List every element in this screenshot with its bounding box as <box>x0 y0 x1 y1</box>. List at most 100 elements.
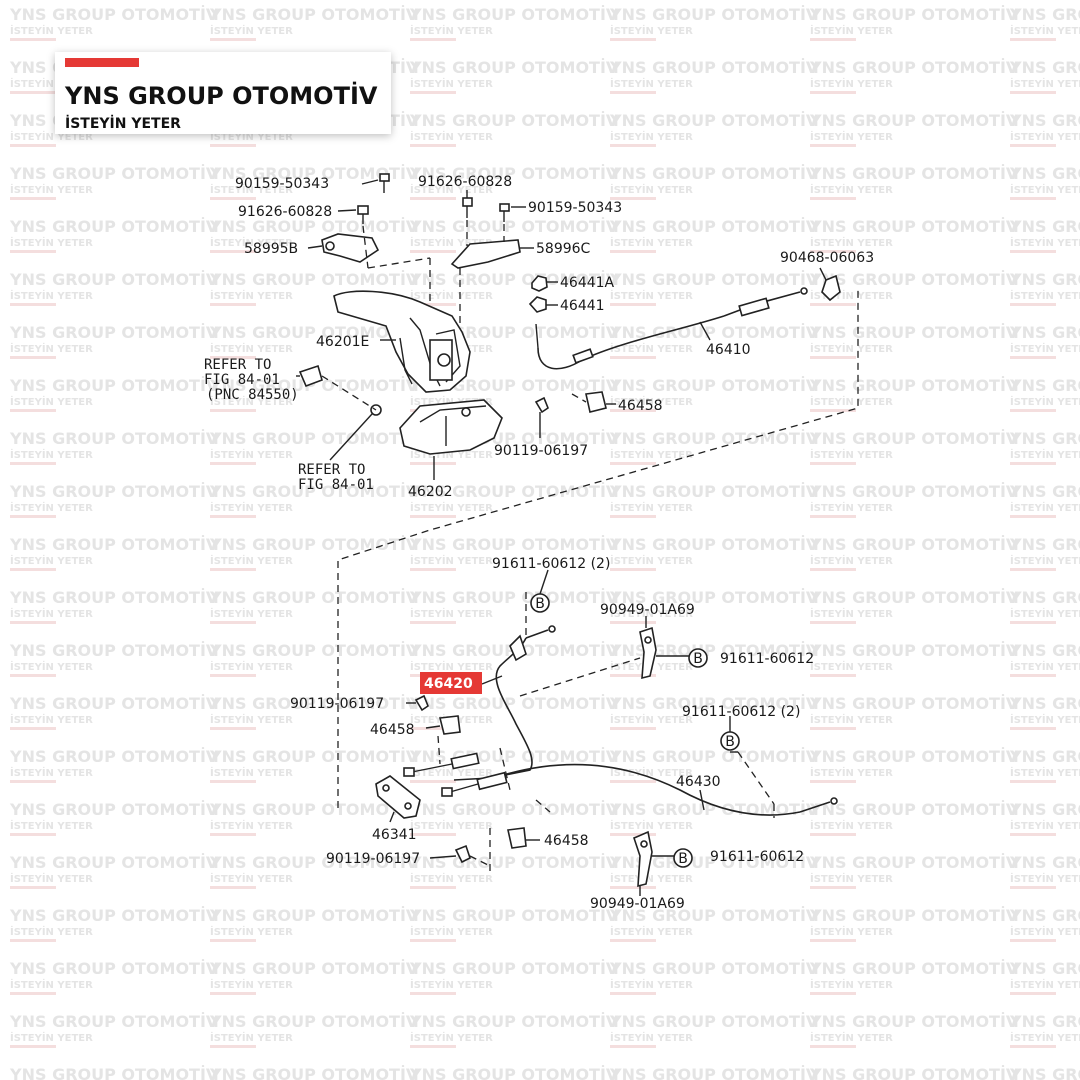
watermark-bar <box>1010 409 1056 412</box>
ref-circle-b-1: B <box>530 593 550 613</box>
watermark-subtext: İSTEYİN YETER <box>410 182 493 196</box>
part-label: 90159-50343 <box>235 176 329 192</box>
watermark-text: YNS GROUP OTOMOTİV <box>609 429 819 448</box>
watermark-text: YNS GROUP OTOMOTİV <box>209 429 419 448</box>
watermark-text: YNS GROUP OTOMOTİV <box>809 164 1019 183</box>
watermark-bar <box>1010 780 1056 783</box>
watermark-subtext: İSTEYİN YETER <box>610 341 693 355</box>
watermark-bar <box>810 38 856 41</box>
watermark-bar <box>10 462 56 465</box>
watermark-text: YNS GROUP OTOMOTİV <box>209 588 419 607</box>
watermark-subtext: İSTEYİN YETER <box>410 23 493 37</box>
watermark-bar <box>810 197 856 200</box>
watermark-text: YNS GROUP OTOMOTİV <box>9 217 219 236</box>
watermark-text: YNS GROUP OTOMOTİV <box>1009 959 1080 978</box>
watermark-text: YNS GROUP OTOMOTİV <box>9 694 219 713</box>
watermark-bar <box>410 144 456 147</box>
watermark-text: YNS GROUP OTOMOTİV <box>609 270 819 289</box>
watermark-text: YNS GROUP OTOMOTİV <box>1009 217 1080 236</box>
watermark-bar <box>210 250 256 253</box>
watermark-bar <box>210 674 256 677</box>
watermark-subtext: İSTEYİN YETER <box>210 23 293 37</box>
ref-circle-b-2: B <box>688 648 708 668</box>
watermark-subtext: İSTEYİN YETER <box>10 394 93 408</box>
watermark-text: YNS GROUP OTOMOTİV <box>9 959 219 978</box>
part-highlight <box>420 672 482 694</box>
watermark-bar <box>610 197 656 200</box>
part-label: 91611-60612 <box>720 651 814 667</box>
part-label: 90949-01A69 <box>600 602 695 618</box>
watermark-subtext: İSTEYİN YETER <box>610 871 693 885</box>
watermark-bar <box>210 992 256 995</box>
watermark-subtext: İSTEYİN YETER <box>1010 182 1080 196</box>
reference-note: FIG 84-01 <box>298 477 374 493</box>
watermark-text: YNS GROUP OTOMOTİV <box>1009 747 1080 766</box>
watermark-text: YNS GROUP OTOMOTİV <box>809 747 1019 766</box>
watermark-text: YNS GROUP OTOMOTİV <box>609 535 819 554</box>
bolt-90119-06197-mid <box>414 694 429 712</box>
watermark-text: YNS GROUP OTOMOTİV <box>809 694 1019 713</box>
watermark-bar <box>10 356 56 359</box>
watermark-subtext: İSTEYİN YETER <box>1010 394 1080 408</box>
watermark-subtext: İSTEYİN YETER <box>10 341 93 355</box>
watermark-subtext: İSTEYİN YETER <box>610 23 693 37</box>
watermark-bar <box>610 780 656 783</box>
watermark-subtext: İSTEYİN YETER <box>410 288 493 302</box>
watermark-text: YNS GROUP OTOMOTİV <box>9 1065 219 1080</box>
watermark-bar <box>1010 303 1056 306</box>
watermark-bar <box>610 833 656 836</box>
watermark-text: YNS GROUP OTOMOTİV <box>209 535 419 554</box>
watermark-bar <box>610 462 656 465</box>
watermark-bar <box>410 38 456 41</box>
watermark-bar <box>410 886 456 889</box>
watermark-bar <box>410 727 456 730</box>
watermark-subtext: İSTEYİN YETER <box>10 553 93 567</box>
reference-note: (PNC 84550) <box>206 387 299 403</box>
watermark-bar <box>10 91 56 94</box>
watermark-text: YNS GROUP OTOMOTİV <box>9 376 219 395</box>
part-label: 90119-06197 <box>326 851 420 867</box>
watermark-text: YNS GROUP OTOMOTİV <box>409 906 619 925</box>
watermark-bar <box>410 197 456 200</box>
watermark-text: YNS GROUP OTOMOTİV <box>809 641 1019 660</box>
watermark-bar <box>210 886 256 889</box>
watermark-text: YNS GROUP OTOMOTİV <box>409 588 619 607</box>
watermark-bar <box>210 568 256 571</box>
part-label: 91611-60612 (2) <box>682 704 800 720</box>
watermark-bar <box>410 568 456 571</box>
watermark-text: YNS GROUP OTOMOTİV <box>809 270 1019 289</box>
watermark-text: YNS GROUP OTOMOTİV <box>609 747 819 766</box>
watermark-text: YNS GROUP OTOMOTİV <box>9 1012 219 1031</box>
watermark-subtext: İSTEYİN YETER <box>610 924 693 938</box>
part-label: 90949-01A69 <box>590 896 685 912</box>
watermark-text: YNS GROUP OTOMOTİV <box>9 800 219 819</box>
clip-refer-84550 <box>298 364 323 388</box>
watermark-bar <box>610 38 656 41</box>
part-label: 46458 <box>618 398 663 414</box>
watermark-bar <box>610 727 656 730</box>
watermark-text: YNS GROUP OTOMOTİV <box>1009 5 1080 24</box>
equalizer-46341 <box>375 775 421 819</box>
watermark-text: YNS GROUP OTOMOTİV <box>9 164 219 183</box>
watermark-text: YNS GROUP OTOMOTİV <box>409 800 619 819</box>
watermark-subtext: İSTEYİN YETER <box>810 553 893 567</box>
watermark-text: YNS GROUP OTOMOTİV <box>9 853 219 872</box>
watermark-subtext: İSTEYİN YETER <box>810 76 893 90</box>
watermark-bar <box>210 780 256 783</box>
watermark-text: YNS GROUP OTOMOTİV <box>209 906 419 925</box>
watermark-bar <box>410 250 456 253</box>
watermark-bar <box>10 939 56 942</box>
watermark-text: YNS GROUP OTOMOTİV <box>809 588 1019 607</box>
watermark-bar <box>810 91 856 94</box>
watermark-bar <box>610 144 656 147</box>
watermark-subtext: İSTEYİN YETER <box>10 235 93 249</box>
watermark-text: YNS GROUP OTOMOTİV <box>9 429 219 448</box>
watermark-bar <box>1010 356 1056 359</box>
watermark-bar <box>410 992 456 995</box>
watermark-bar <box>410 1045 456 1048</box>
watermark-bar <box>410 621 456 624</box>
watermark-subtext: İSTEYİN YETER <box>210 394 293 408</box>
part-label: 58995B <box>244 241 298 257</box>
watermark-text: YNS GROUP OTOMOTİV <box>609 959 819 978</box>
watermark-text: YNS GROUP OTOMOTİV <box>1009 1012 1080 1031</box>
